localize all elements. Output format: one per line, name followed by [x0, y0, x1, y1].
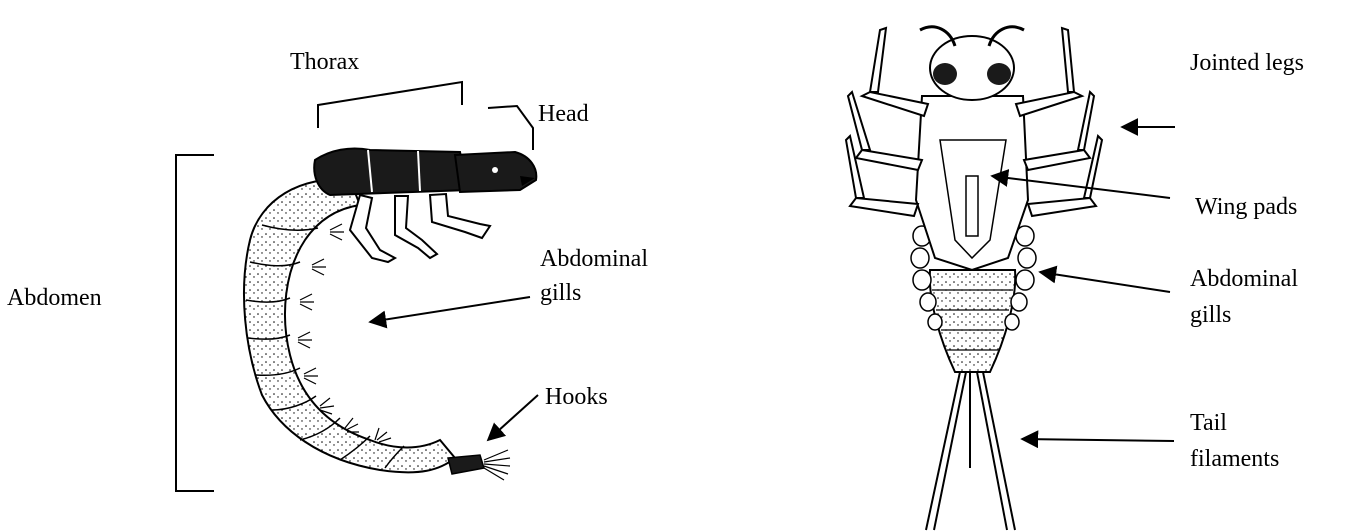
larva-anal-hook — [448, 455, 484, 474]
thorax-label: Thorax — [290, 49, 359, 75]
abdomen-label: Abdomen — [7, 285, 102, 311]
head-label: Head — [538, 101, 589, 127]
abdominal-gills-arrow-right — [1040, 272, 1170, 292]
jointed-legs-label: Jointed legs — [1190, 50, 1304, 76]
abdominal-gills-label-left-line2: gills — [540, 280, 581, 306]
larva-illustration — [244, 148, 536, 480]
abdominal-gills-label-left-line1: Abdominal — [540, 246, 648, 272]
larva-arrows — [370, 297, 538, 440]
larva-thorax — [314, 148, 468, 195]
hooks-label: Hooks — [545, 384, 608, 410]
hooks-arrow — [488, 395, 538, 440]
thorax-bracket — [318, 82, 462, 128]
abdominal-gills-label-right-line1: Abdominal — [1190, 266, 1298, 292]
head-bracket — [488, 106, 533, 150]
larva-legs — [350, 194, 490, 262]
nymph-tail-filaments — [926, 372, 1015, 530]
wing-pads-label: Wing pads — [1195, 194, 1297, 220]
abdominal-gills-label-right-line2: gills — [1190, 302, 1231, 328]
abdominal-gills-arrow-left — [370, 297, 530, 322]
tail-label: Tail — [1190, 410, 1227, 436]
abdomen-bracket — [176, 155, 214, 491]
nymph-illustration — [846, 27, 1102, 530]
larva-brackets — [176, 82, 533, 491]
tail-filaments-arrow — [1022, 439, 1174, 441]
tail-filaments-label: filaments — [1190, 446, 1279, 472]
